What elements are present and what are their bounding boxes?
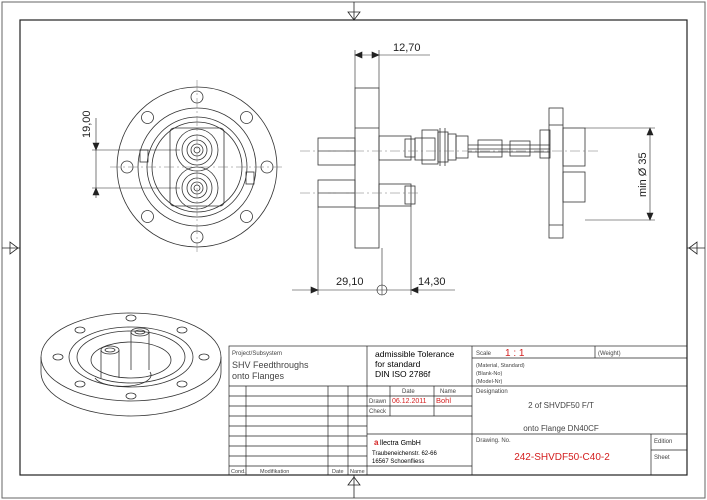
project-line1: SHV Feedthroughs [232,360,309,370]
scale-label: Scale [476,351,492,357]
designation-line2: onto Flange DN40CF [523,424,599,433]
dimension-12-70 [354,50,430,88]
front-centerlines [110,80,284,254]
edition-label: Edition [654,439,672,445]
blank-label: (Blank-No) [476,371,502,377]
dimension-29-14 [292,206,455,296]
company-street: Traubeneichenstr. 62-66 [372,451,437,457]
designation-line1: 2 of SHVDF50 F/T [528,401,594,410]
date-header: Date [402,389,415,395]
date-footer: Date [332,469,344,475]
dimension-dia-35-label: min Ø 35 [637,152,649,197]
name-footer: Name [350,469,365,475]
check-label: Check [369,409,387,415]
modification-label: Modifikation [260,469,289,475]
side-view [317,87,586,249]
drawing-no: 242-SHVDF50-C40-2 [514,452,610,463]
company-name: llectra GmbH [380,440,421,447]
drawn-label: Drawn [369,399,386,405]
scale-value: 1 : 1 [505,348,525,359]
material-label: (Material, Standard) [476,363,525,369]
dimension-12-70-label: 12,70 [393,42,421,54]
cond-label: Cond. [231,469,246,475]
dimension-19-label: 19,00 [81,110,93,138]
tolerance-line2: for standard [375,359,421,369]
weight-label: (Weight) [598,351,621,357]
title-block-lines [228,345,688,476]
dimension-19 [92,118,180,198]
isometric-view [40,312,222,417]
dimension-29-10-label: 29,10 [336,276,364,288]
company-city: 16567 Schoenfliess [372,459,424,465]
drawing-no-label: Drawing. No. [476,438,511,444]
designation-label: Designation [476,389,508,395]
tolerance-line3: DIN ISO 2786f [375,369,431,379]
dimension-dia-35 [585,127,655,221]
tolerance-line1: admissible Tolerance [375,349,454,359]
name-header: Name [440,389,457,395]
drawn-date: 06.12.2011 [392,398,427,405]
project-line2: onto Flanges [232,371,285,381]
project-label: Project/Subsystem [232,351,282,357]
drawn-name: Bohl [436,396,451,405]
side-centerlines [300,150,600,194]
company-logo-a: a [374,438,379,447]
sheet-label: Sheet [654,455,670,461]
dimension-14-30-label: 14,30 [418,276,446,288]
model-label: (Model-Nr) [476,379,502,385]
